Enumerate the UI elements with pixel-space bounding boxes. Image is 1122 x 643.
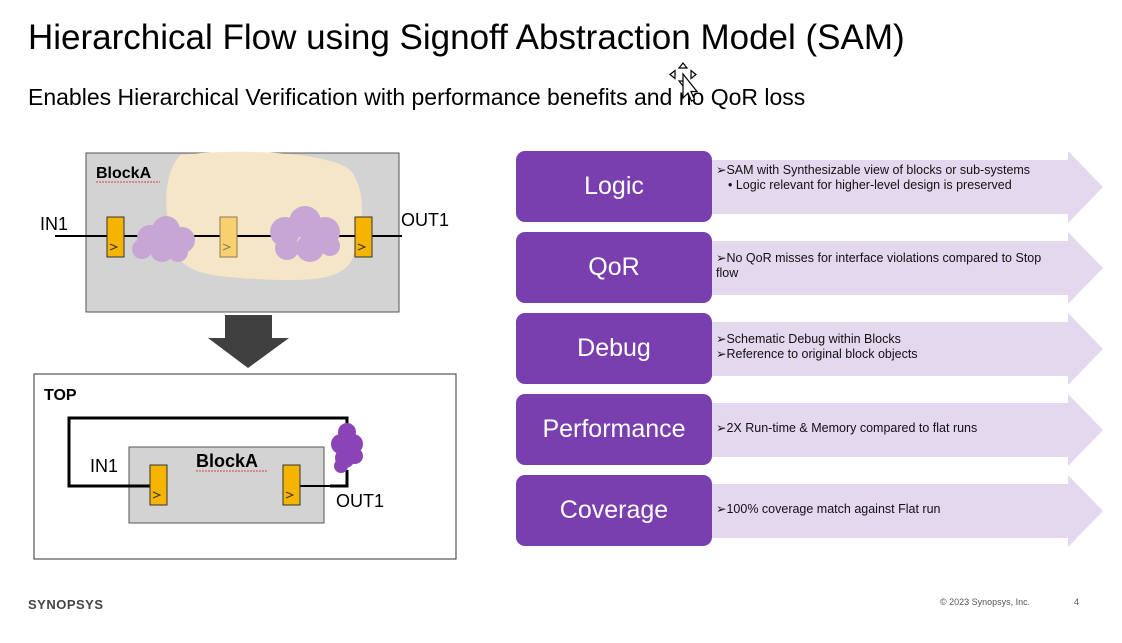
flop-2 (219, 216, 238, 258)
down-arrow-icon (208, 315, 289, 368)
top-flop-1 (149, 464, 168, 506)
top-label: TOP (44, 387, 77, 404)
in-label: IN1 (40, 214, 68, 234)
flop-1 (106, 216, 125, 258)
row-label-performance: Performance (516, 394, 712, 465)
top-view: TOP BlockA IN1 OUT1 (33, 373, 457, 560)
row-label-debug: Debug (516, 313, 712, 384)
row-arrow-debug (708, 313, 1103, 385)
row-text-logic: ➢SAM with Synthesizable view of blocks o… (716, 163, 1031, 192)
flop-3 (354, 216, 373, 258)
top-cloud (331, 423, 363, 473)
block-label: BlockA (96, 165, 152, 182)
top-in-label: IN1 (90, 456, 118, 476)
row-arrow-coverage (708, 475, 1103, 547)
top-block-label: BlockA (196, 451, 258, 471)
cloud-1 (132, 216, 195, 262)
top-out-label: OUT1 (336, 491, 384, 511)
copyright-text: © 2023 Synopsys, Inc. (940, 597, 1031, 607)
row-arrow-qor (708, 232, 1103, 304)
page-number: 4 (1074, 597, 1080, 607)
row-text-performance: ➢2X Run-time & Memory compared to flat r… (716, 421, 978, 435)
row-arrow-logic (708, 151, 1103, 223)
block-view: BlockA IN1 OUT1 (40, 151, 449, 313)
slide-title: Hierarchical Flow using Signoff Abstract… (28, 18, 905, 57)
row-label-qor: QoR (516, 232, 712, 303)
row-text-qor: ➢No QoR misses for interface violations … (716, 251, 1042, 280)
cloud-2 (270, 206, 340, 262)
move-cursor-icon (669, 62, 699, 102)
row-text-debug: ➢Schematic Debug within Blocks ➢Referenc… (716, 332, 918, 361)
row-text-coverage: ➢100% coverage match against Flat run (716, 502, 941, 516)
synopsys-logo: SYNOPSYS (28, 597, 104, 612)
logic-region (166, 151, 362, 281)
slide-subtitle: Enables Hierarchical Verification with p… (28, 84, 806, 110)
row-label-logic: Logic (516, 151, 712, 222)
top-flop-2 (282, 464, 301, 506)
hierarchy-diagram: BlockA IN1 OUT1 TOP BlockA IN1 OUT1 (33, 151, 457, 560)
row-arrow-performance (708, 394, 1103, 466)
row-label-coverage: Coverage (516, 475, 712, 546)
out-label: OUT1 (401, 210, 449, 230)
